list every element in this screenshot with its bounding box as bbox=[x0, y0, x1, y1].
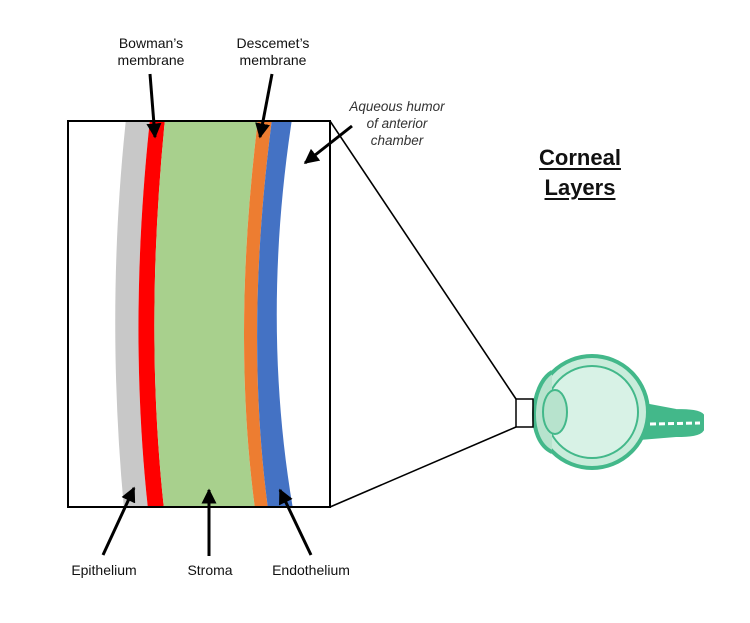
epithelium-arrow bbox=[101, 486, 136, 556]
title-line1: Corneal bbox=[539, 145, 621, 170]
bowmans-label-line1: Bowman’s bbox=[118, 35, 184, 51]
stroma-layer bbox=[154, 121, 258, 507]
lens bbox=[542, 389, 568, 435]
descemets-membrane-label: Descemet’s membrane bbox=[237, 35, 310, 69]
aqueous-label-line3: chamber bbox=[370, 133, 424, 148]
cornea-zoom-box bbox=[67, 120, 331, 508]
aqueous-label-line1: Aqueous humor bbox=[349, 99, 445, 114]
descemets-membrane-layer bbox=[243, 121, 272, 507]
bowmans-arrow bbox=[146, 73, 162, 139]
descemets-label-line2: membrane bbox=[239, 52, 307, 68]
bowmans-membrane-label: Bowman’s membrane bbox=[118, 35, 185, 69]
eyeball-illustration bbox=[515, 354, 704, 470]
descemets-arrow bbox=[255, 73, 274, 139]
cornea-highlight-box bbox=[515, 398, 534, 428]
endothelium-layer bbox=[257, 121, 293, 507]
aqueous-arrow bbox=[303, 124, 353, 165]
aqueous-humor-label: Aqueous humor of anterior chamber bbox=[349, 98, 444, 149]
endothelium-label: Endothelium bbox=[272, 562, 350, 578]
bowmans-label-line2: membrane bbox=[117, 52, 185, 68]
aqueous-label-line2: of anterior bbox=[366, 116, 428, 131]
endothelium-arrow bbox=[278, 488, 313, 556]
epithelium-layer bbox=[115, 121, 150, 507]
stroma-label: Stroma bbox=[187, 562, 233, 578]
optic-nerve-stripe bbox=[649, 421, 701, 426]
bowmans-membrane-layer bbox=[138, 121, 165, 507]
page-title: Corneal Layers bbox=[539, 143, 621, 203]
zoom-line-bottom bbox=[329, 426, 517, 508]
descemets-label-line1: Descemet’s bbox=[236, 35, 310, 51]
epithelium-label: Epithelium bbox=[71, 562, 137, 578]
zoom-line-top bbox=[329, 120, 517, 400]
title-line2: Layers bbox=[544, 175, 616, 200]
